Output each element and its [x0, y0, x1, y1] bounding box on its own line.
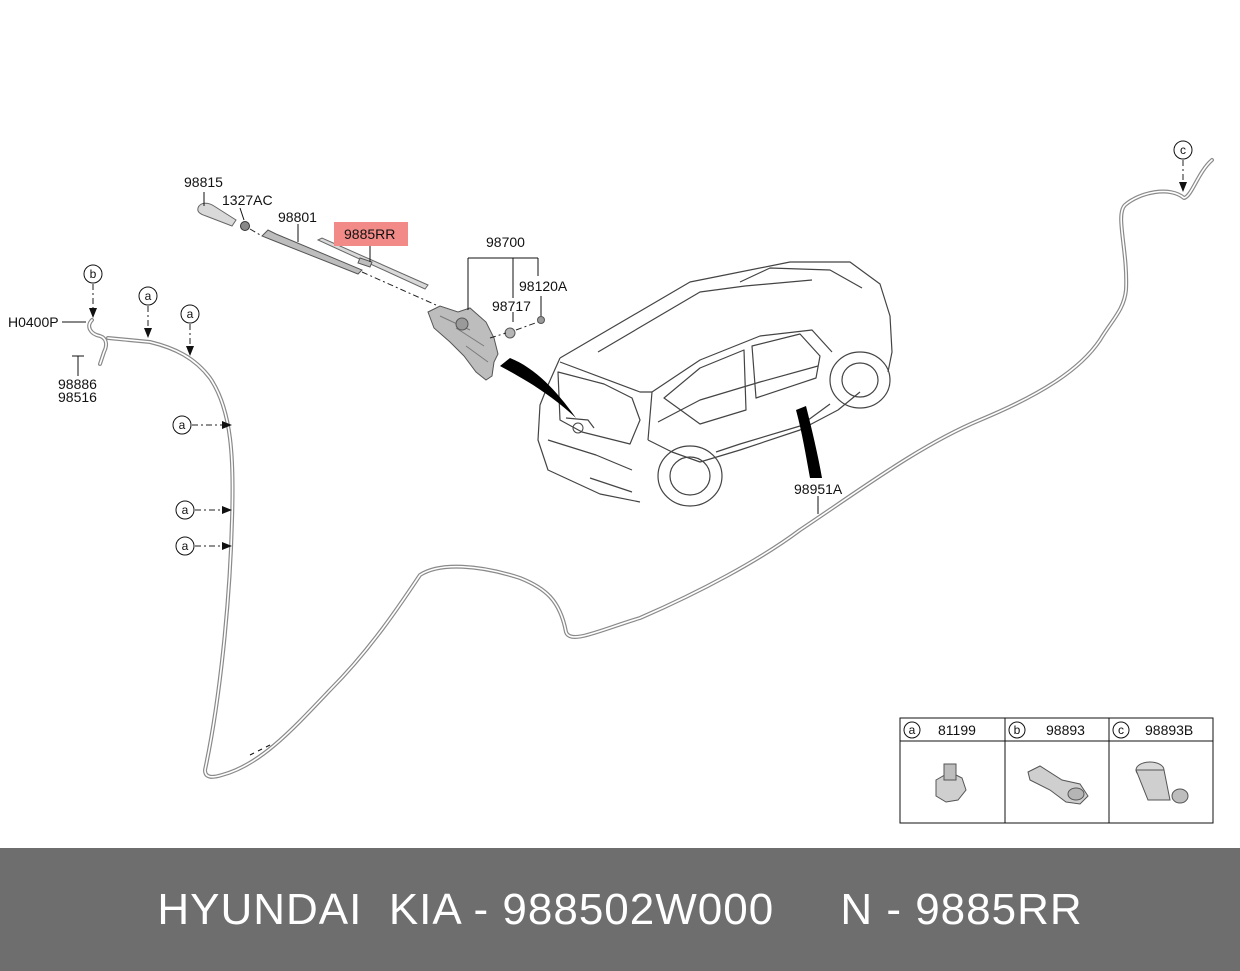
svg-text:a: a [909, 723, 916, 737]
svg-text:c: c [1180, 143, 1186, 157]
svg-text:98893: 98893 [1046, 722, 1085, 738]
label-98717: 98717 [492, 298, 531, 314]
callout-a-4: a [175, 500, 232, 520]
part-number-footer: HYUNDAI KIA - 988502W000 N - 9885RR [0, 848, 1240, 971]
svg-text:a: a [179, 418, 186, 432]
label-98700: 98700 [486, 234, 525, 250]
wiper-blade-part [316, 237, 429, 290]
label-98801: 98801 [278, 209, 317, 225]
callout-a-2: a [180, 304, 200, 356]
svg-text:c: c [1118, 723, 1124, 737]
parts-diagram: b a a a a a c 98815 1327AC [8, 140, 1214, 824]
label-98886: 98886 [58, 376, 97, 392]
svg-text:98893B: 98893B [1145, 722, 1193, 738]
label-H0400P: H0400P [8, 314, 59, 330]
label-98815: 98815 [184, 174, 223, 190]
washer-nozzle-part [62, 318, 109, 376]
callout-a-3: a [172, 415, 232, 435]
label-1327AC: 1327AC [222, 192, 273, 208]
svg-text:a: a [182, 503, 189, 517]
svg-text:a: a [187, 307, 194, 321]
svg-text:b: b [90, 267, 97, 281]
washer-hose [106, 158, 1214, 779]
callout-a-5: a [175, 536, 232, 556]
svg-text:b: b [1014, 723, 1021, 737]
pointer-wedge-hose [796, 406, 822, 478]
svg-text:a: a [182, 539, 189, 553]
callout-a-1: a [138, 286, 158, 338]
pointer-wedge-motor [500, 358, 576, 418]
wiper-nut-part [239, 207, 263, 237]
callout-b-top: b [83, 264, 103, 318]
svg-text:a: a [145, 289, 152, 303]
legend-table: a 81199 b 98893 c 98893B [899, 717, 1214, 824]
label-98120A: 98120A [519, 278, 568, 294]
footer-part-number-text: HYUNDAI KIA - 988502W000 N - 9885RR [157, 884, 1083, 934]
vehicle-outline [537, 261, 893, 507]
label-9885RR: 9885RR [344, 226, 395, 242]
highlight-box-9885RR [334, 222, 408, 246]
legend-cell-a: a 81199 [903, 721, 976, 803]
callout-c-top: c [1173, 140, 1193, 192]
wiper-arm-part [261, 224, 437, 306]
svg-text:81199: 81199 [938, 722, 976, 738]
legend-cell-c: c 98893B [1112, 721, 1193, 804]
legend-cell-b: b 98893 [1008, 721, 1089, 805]
wiper-motor-part [427, 257, 545, 381]
label-98951A: 98951A [794, 481, 843, 497]
label-98516: 98516 [58, 389, 97, 405]
wiper-cap-part [197, 192, 237, 227]
